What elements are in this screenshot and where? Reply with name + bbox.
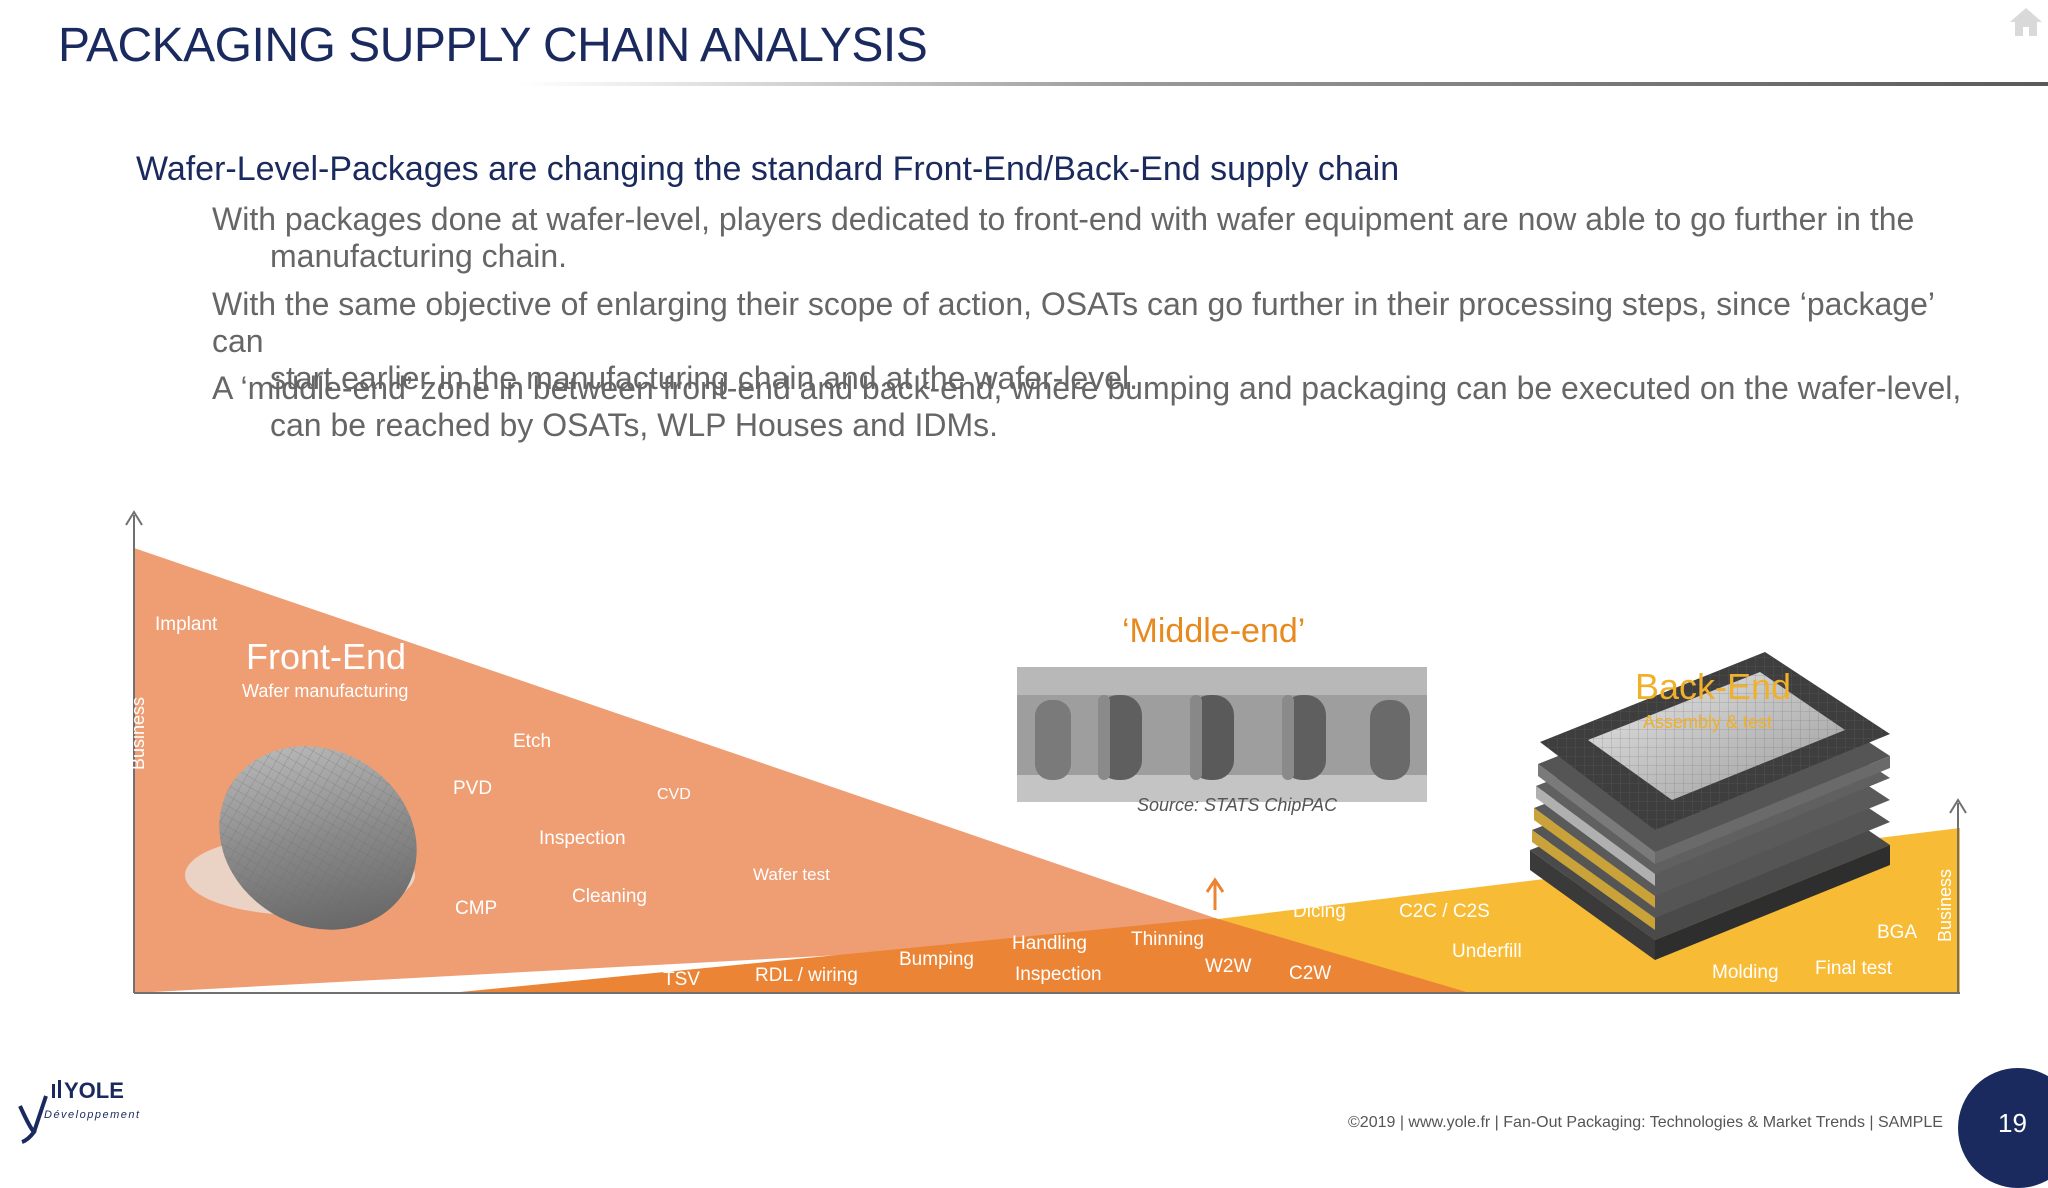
chip-stack-image [1530,652,1890,960]
wafer-image [185,746,417,930]
step-tsv: TSV [663,969,700,990]
front-end-title: Front-End [246,636,407,677]
section-subtitle: Wafer-Level-Packages are changing the st… [136,150,1400,188]
step-cmp: CMP [455,898,498,919]
page-number: 19 [1998,1108,2027,1138]
page-title: PACKAGING SUPPLY CHAIN ANALYSIS [58,19,928,72]
step-rdl: RDL / wiring [755,965,858,986]
step-cvd: CVD [657,786,691,803]
step-c2w: C2W [1289,963,1332,984]
step-bga: BGA [1877,922,1918,943]
step-etch: Etch [513,731,552,752]
step-c2c: C2C / C2S [1399,901,1490,922]
bullet-2: With the same objective of enlarging the… [212,286,1972,397]
bullet-1: With packages done at wafer-level, playe… [212,201,1972,275]
step-thinning: Thinning [1131,929,1204,950]
step-molding: Molding [1712,962,1779,983]
step-bumping: Bumping [899,949,974,970]
bullet-2-line2: start earlier in the manufacturing chain… [270,360,1139,396]
step-handling: Handling [1012,933,1087,954]
yole-logo: YOLE Développement [18,1078,141,1144]
step-w2w: W2W [1205,956,1252,977]
bullet-3-line2: can be reached by OSATs, WLP Houses and … [270,407,999,443]
step-underfill: Underfill [1452,941,1522,962]
front-end-subtitle: Wafer manufacturing [242,681,409,701]
image-source-credit: Source: STATS ChipPAC [1137,795,1338,815]
svg-text:YOLE: YOLE [64,1078,124,1103]
right-axis-arrow [1949,798,1967,814]
middle-end-zone [450,918,1470,993]
step-dicing: Dicing [1293,901,1346,922]
supply-chain-diagram [125,510,1967,994]
back-end-subtitle: Assembly & test [1643,712,1773,732]
axis-label-left: Business [128,696,148,770]
bullet-3: A ‘middle-end’ zone in between front-end… [212,370,1972,444]
svg-text:Développement: Développement [44,1109,141,1121]
step-inspection-middle: Inspection [1015,964,1102,985]
left-axis-arrow [125,510,143,526]
bullet-1-line1: With packages done at wafer-level, playe… [212,201,1915,237]
bullet-2-line1: With the same objective of enlarging the… [212,286,1934,359]
middle-end-arrow-head [1205,877,1225,893]
footer-text: ©2019 | www.yole.fr | Fan-Out Packaging:… [1348,1114,1943,1131]
axis-label-right: Business [1935,868,1955,942]
step-implant: Implant [155,614,218,635]
step-pvd: PVD [453,778,493,799]
home-icon[interactable] [2008,6,2044,38]
step-final-test: Final test [1815,958,1893,979]
step-cleaning: Cleaning [572,886,647,907]
bullet-1-line2: manufacturing chain. [270,238,568,274]
title-divider [520,82,2048,86]
middle-end-title: ‘Middle-end’ [1122,612,1306,650]
step-wafer-test: Wafer test [753,865,830,884]
step-inspection-front: Inspection [539,828,626,849]
sem-bump-image [1017,667,1427,802]
bullet-3-line1: A ‘middle-end’ zone in between front-end… [212,370,1962,406]
back-end-title: Back-End [1635,666,1792,707]
